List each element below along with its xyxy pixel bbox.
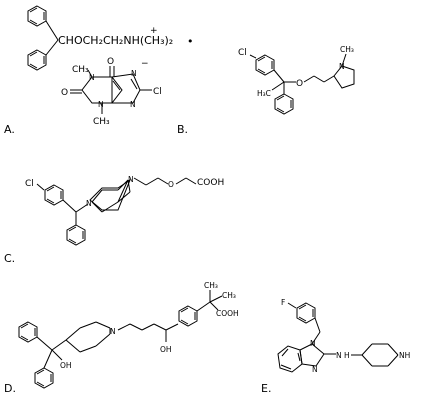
methyl-a: CH₃ — [204, 281, 218, 290]
chloro: Cl — [153, 87, 162, 97]
structure-d: OH N OH CH₃ CH₃ COOH — [18, 281, 239, 389]
carboxylic-acid: COOH — [216, 309, 239, 318]
salt-dot: • — [187, 35, 194, 48]
ring-nitrogen: N — [339, 62, 345, 71]
option-label-b: B. — [177, 123, 188, 136]
n3-methyl: CH₃ — [93, 117, 110, 127]
carbinol-oh: OH — [60, 361, 72, 370]
carbonyl-o6: O — [107, 57, 114, 67]
ether-oxygen: O — [168, 180, 174, 189]
fluoro: F — [281, 298, 285, 307]
piperazine-n4: N — [128, 175, 134, 184]
atom-n3: N — [98, 100, 104, 109]
diphenhydramine-chain: CHOCH₂CH₂NH(CH₃)₂ — [58, 34, 173, 47]
ether-oxygen: O — [296, 79, 303, 89]
structure-b: Cl O H₃C N CH₃ — [238, 45, 355, 115]
option-label-d: D. — [4, 382, 16, 395]
structure-c: Cl N N O COOH — [25, 175, 224, 246]
chloro: Cl — [238, 48, 247, 58]
structure-e: F N N N H NH — [277, 298, 410, 374]
piperidine-n: N — [110, 327, 116, 336]
atom-n7: N — [131, 69, 137, 78]
carbonyl-o2: O — [61, 88, 68, 98]
amino-h: H — [344, 351, 350, 360]
structure-a: CHOCH₂CH₂NH(CH₃)₂ + • O O CH₃ CH₃ Cl N N… — [27, 5, 194, 127]
carboxylic-acid: COOH — [197, 178, 224, 188]
option-label-a: A. — [4, 123, 15, 136]
piperidine-nh: NH — [399, 351, 410, 360]
chloro: Cl — [25, 179, 34, 189]
plus-charge: + — [150, 26, 158, 36]
benzimidazole-n3: N — [312, 365, 318, 374]
option-label-c: C. — [4, 252, 15, 265]
n-methyl: CH₃ — [340, 45, 354, 54]
n1-methyl: CH₃ — [72, 65, 89, 75]
benzimidazole-n1: N — [310, 339, 316, 348]
methyl-label: H₃C — [257, 89, 271, 98]
option-label-e: E. — [261, 382, 271, 395]
minus-charge: − — [141, 59, 149, 69]
amino-n: N — [336, 351, 342, 360]
atom-n1: N — [89, 73, 95, 82]
piperazine-n1: N — [86, 199, 92, 208]
side-chain-oh: OH — [160, 345, 172, 354]
methyl-b: CH₃ — [222, 291, 236, 300]
atom-n9: N — [130, 100, 136, 109]
